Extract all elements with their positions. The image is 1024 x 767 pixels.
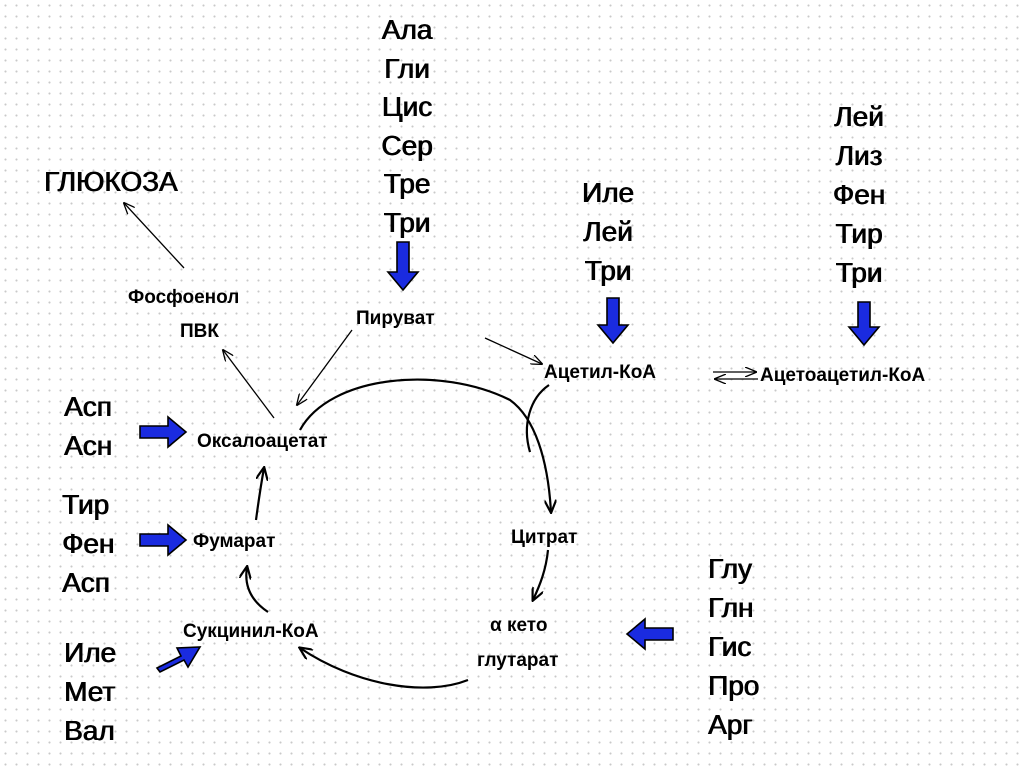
oxaloacetate-to-pep-arrow [223,350,275,419]
amino-acid: Арг [708,709,753,740]
amino-acid: Вал [64,715,115,746]
amino-acid: Асп [64,391,112,422]
acetyl-join-curve [525,384,550,453]
acetoacetyl-amino-acids: Лей Лиз Фен Тир Три [822,97,896,292]
acetoacetyl-input-blue-arrow [847,301,881,347]
amino-acid: Асп [62,567,110,598]
alpha-kg-label-line1: α кето [490,615,548,636]
fumarate-label: Фумарат [193,531,276,552]
fumarate-amino-acids: Тир Фен Асп [62,485,114,602]
amino-acid: Лей [834,101,884,132]
amino-acid: Глн [708,592,754,623]
citrate-label: Цитрат [511,527,578,548]
akg-amino-acids: Глу Глн Гис Про Арг [708,549,759,744]
pyruvate-to-oxaloacetate-arrow [297,329,353,405]
amino-acid: Гли [384,52,430,84]
succinyl-coa-label: Сукцинил-КоА [183,621,319,642]
citrate-to-akg-arrow [533,549,550,600]
amino-acid: Глу [708,553,752,584]
amino-acid: Иле [64,637,117,668]
pyruvate-amino-acids: Ала Гли Цис Сер Тре Три [372,11,442,242]
oxaloacetate-input-blue-arrow [139,415,188,449]
amino-acid: Фен [832,179,886,210]
amino-acid: Тир [62,489,110,520]
amino-acid: Цис [381,91,433,122]
amino-acid: Лиз [835,140,883,171]
acetyl-input-blue-arrow [596,297,630,345]
amino-acid: Лей [583,216,633,247]
amino-acid: Про [708,670,760,701]
amino-acid: Три [835,257,883,288]
oxaloacetate-label: Оксалоацетат [197,431,328,452]
fumarate-to-oxaloacetate-arrow [254,468,264,521]
amino-acid: Иле [581,177,635,208]
pep-label-line2: ПВК [180,321,219,342]
acetoacetyl-coa-label: Ацетоацетил-КоА [760,365,926,386]
pyruvate-label: Пируват [356,308,435,329]
fumarate-input-blue-arrow [139,523,188,557]
amino-acid: Асн [64,430,113,461]
amino-acid: Тре [383,168,431,199]
amino-acid: Гис [708,631,752,662]
acetyl-coa-label: Ацетил-КоА [544,362,657,383]
amino-acid: Сер [381,129,433,161]
akg-to-succinyl-arrow [300,648,469,689]
pyruvate-input-blue-arrow [386,241,420,292]
succinyl-to-fumarate-arrow [246,567,269,613]
amino-acid: Три [383,206,431,238]
amino-acid: Три [584,255,632,286]
amino-acid: Тир [835,218,883,249]
pyruvate-to-acetyl-arrow [484,337,542,364]
cycle-oxaloacetate-to-citrate [299,378,551,512]
alpha-kg-label-line2: глутарат [477,650,559,671]
pep-to-glucose-arrow [124,203,185,269]
glucose-label: ГЛЮКОЗА [44,166,178,197]
succinyl-amino-acids: Иле Мет Вал [64,633,116,750]
amino-acid: Фен [62,528,115,559]
succinyl-input-blue-arrow [155,646,202,674]
akg-input-blue-arrow [625,617,674,651]
pep-label-line1: Фосфоенол [128,287,240,308]
oxaloacetate-amino-acids: Асп Асн [64,387,112,465]
acetyl-amino-acids: Иле Лей Три [572,173,644,290]
amino-acid: Ала [381,14,433,45]
amino-acid: Мет [64,676,116,707]
